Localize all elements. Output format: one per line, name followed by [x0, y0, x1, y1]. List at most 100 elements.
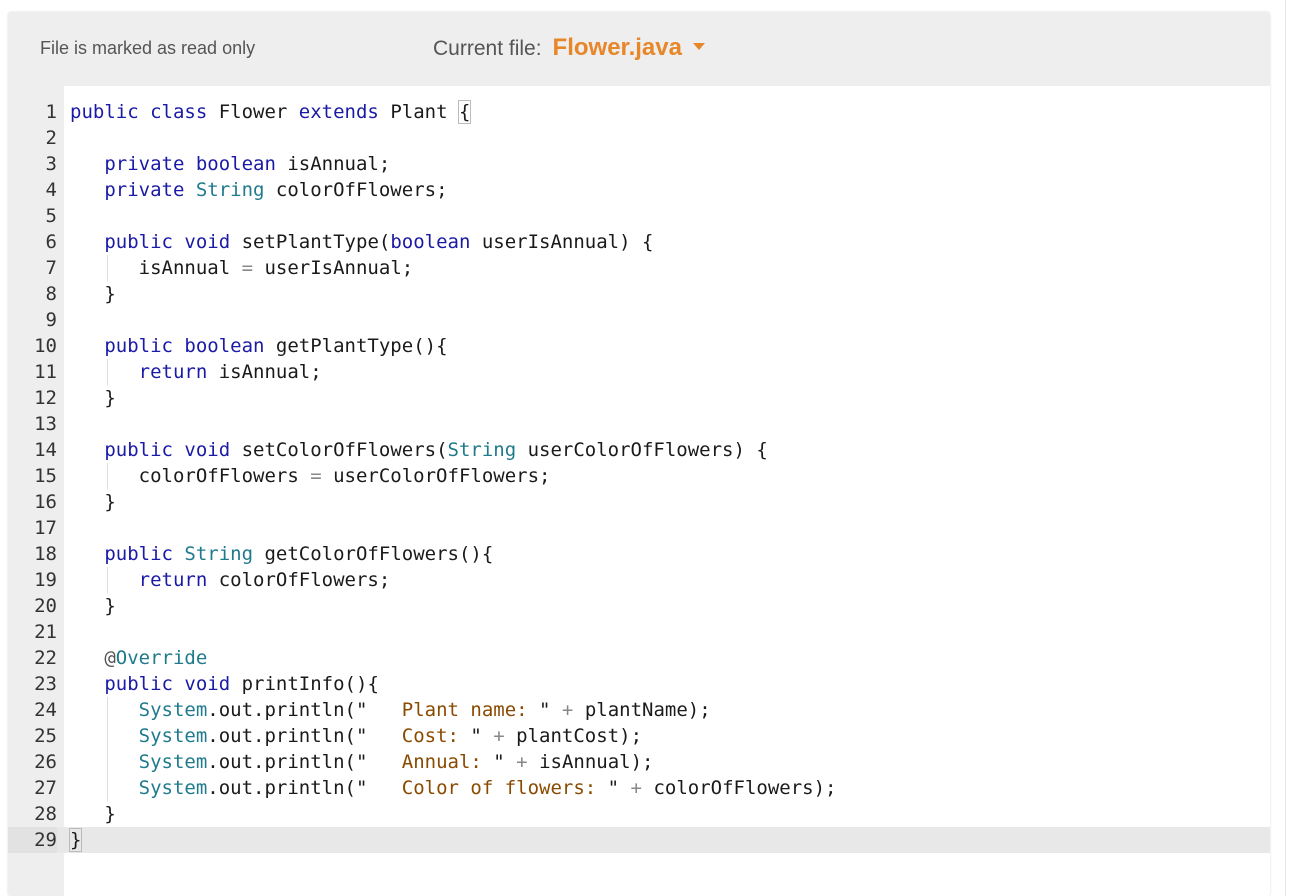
code-line[interactable]: 11 return isAnnual; [8, 359, 1270, 385]
code-token: boolean [184, 335, 276, 357]
line-number: 23 [34, 673, 57, 695]
line-source: @Override [70, 645, 207, 671]
code-line[interactable]: 28 } [8, 801, 1270, 827]
code-line[interactable]: 24 System.out.println(" Plant name: " + … [8, 697, 1270, 723]
line-source: public void setColorOfFlowers(String use… [70, 437, 768, 463]
code-line[interactable]: 22 @Override [8, 645, 1270, 671]
line-number: 28 [34, 803, 57, 825]
code-token: getPlantType(){ [275, 335, 448, 357]
line-number: 19 [34, 569, 57, 591]
code-token: System [138, 699, 208, 721]
code-token: class [150, 101, 219, 123]
line-number: 20 [34, 595, 57, 617]
line-number: 9 [45, 309, 57, 331]
code-line[interactable]: 10 public boolean getPlantType(){ [8, 333, 1270, 359]
line-source: public class Flower extends Plant { [70, 99, 472, 125]
line-number: 24 [34, 699, 57, 721]
code-token: System [138, 777, 208, 799]
code-line[interactable]: 23 public void printInfo(){ [8, 671, 1270, 697]
code-line[interactable]: 25 System.out.println(" Cost: " + plantC… [8, 723, 1270, 749]
code-token: " [470, 725, 494, 747]
code-line[interactable]: 20 } [8, 593, 1270, 619]
code-line[interactable]: 27 System.out.println(" Color of flowers… [8, 775, 1270, 801]
line-source: private String colorOfFlowers; [70, 177, 447, 203]
code-line[interactable]: 9 [8, 307, 1270, 333]
line-source: } [68, 827, 83, 853]
code-token: userColorOfFlowers) { [527, 439, 768, 461]
code-token: void [184, 673, 242, 695]
code-line[interactable]: 13 [8, 411, 1270, 437]
file-dropdown[interactable]: Flower.java [553, 34, 705, 62]
code-token [70, 231, 104, 253]
code-token: isAnnual [70, 257, 242, 279]
code-token: printInfo(){ [241, 673, 379, 695]
line-source: colorOfFlowers = userColorOfFlowers; [70, 463, 550, 489]
line-source: private boolean isAnnual; [70, 151, 390, 177]
code-token: public [104, 673, 185, 695]
line-number: 16 [34, 491, 57, 513]
line-number: 7 [45, 257, 57, 279]
code-token: private [104, 153, 196, 175]
line-source: public String getColorOfFlowers(){ [70, 541, 493, 567]
code-line[interactable]: 3 private boolean isAnnual; [8, 151, 1270, 177]
code-line[interactable]: 7 isAnnual = userIsAnnual; [8, 255, 1270, 281]
code-line[interactable]: 16 } [8, 489, 1270, 515]
code-token: colorOfFlowers); [642, 777, 837, 799]
line-number: 29 [8, 827, 57, 853]
matched-bracket: { [457, 100, 472, 124]
code-token: void [184, 439, 242, 461]
code-token: .out.println(" [207, 751, 368, 773]
code-token [70, 777, 139, 799]
file-header: File is marked as read only Current file… [8, 12, 1270, 86]
chevron-down-icon [692, 42, 705, 50]
code-token [70, 335, 104, 357]
line-number-gutter [8, 86, 64, 896]
code-line[interactable]: 21 [8, 619, 1270, 645]
scrollbar-track[interactable] [1285, 0, 1286, 896]
code-line[interactable]: 5 [8, 203, 1270, 229]
line-source: } [70, 489, 115, 515]
code-line[interactable]: 29} [8, 827, 1270, 853]
line-source: System.out.println(" Annual: " + isAnnua… [70, 749, 653, 775]
code-line[interactable]: 19 return colorOfFlowers; [8, 567, 1270, 593]
code-line[interactable]: 8 } [8, 281, 1270, 307]
code-token: Annual: [367, 751, 494, 773]
code-line[interactable]: 26 System.out.println(" Annual: " + isAn… [8, 749, 1270, 775]
line-number: 2 [45, 127, 57, 149]
code-token: String [195, 179, 276, 201]
code-viewer-panel: File is marked as read only Current file… [8, 12, 1270, 896]
line-number: 25 [34, 725, 57, 747]
code-line[interactable]: 17 [8, 515, 1270, 541]
code-token: = [241, 257, 254, 279]
code-token: void [184, 231, 242, 253]
line-source: return colorOfFlowers; [70, 567, 390, 593]
line-number: 21 [34, 621, 57, 643]
code-token: public [104, 231, 185, 253]
line-number: 8 [45, 283, 57, 305]
line-number: 12 [34, 387, 57, 409]
code-token: + [630, 777, 642, 799]
matched-bracket: } [68, 828, 83, 852]
code-token: Color of flowers: [367, 777, 608, 799]
line-number: 17 [34, 517, 57, 539]
code-line[interactable]: 15 colorOfFlowers = userColorOfFlowers; [8, 463, 1270, 489]
code-token: .out.println(" [207, 699, 368, 721]
code-token: .out.println(" [207, 725, 368, 747]
code-line[interactable]: 12 } [8, 385, 1270, 411]
code-line[interactable]: 2 [8, 125, 1270, 151]
line-number: 3 [45, 153, 57, 175]
code-token: boolean [195, 153, 288, 175]
code-line[interactable]: 4 private String colorOfFlowers; [8, 177, 1270, 203]
code-line[interactable]: 18 public String getColorOfFlowers(){ [8, 541, 1270, 567]
line-source: System.out.println(" Cost: " + plantCost… [70, 723, 642, 749]
code-token: colorOfFlowers; [218, 569, 391, 591]
code-token [70, 569, 139, 591]
indent-guide [107, 463, 109, 489]
code-line[interactable]: 6 public void setPlantType(boolean userI… [8, 229, 1270, 255]
code-token: String [447, 439, 528, 461]
code-token [70, 751, 139, 773]
code-line[interactable]: 14 public void setColorOfFlowers(String … [8, 437, 1270, 463]
code-token: } [70, 283, 116, 305]
